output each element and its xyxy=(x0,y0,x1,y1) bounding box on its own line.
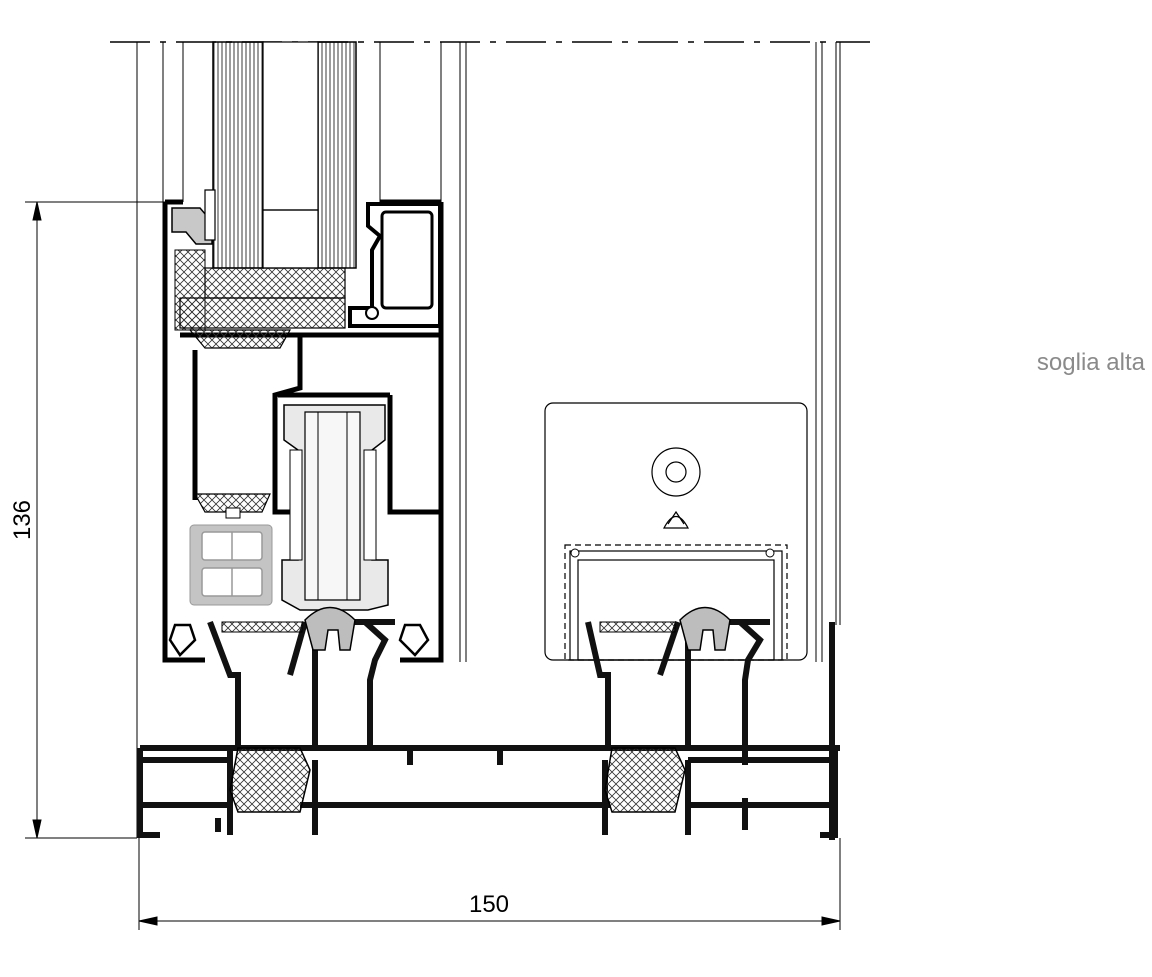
track-right-guide xyxy=(599,606,731,651)
track-left xyxy=(207,619,395,748)
threshold-thermal-breaks xyxy=(229,747,686,813)
glass-unit xyxy=(204,41,357,299)
grey-insert-block xyxy=(189,524,273,606)
height-dimension xyxy=(25,201,165,839)
thermal-break-sash xyxy=(188,329,292,519)
glazing-gasket-left xyxy=(171,189,346,331)
height-dimension-label: 136 xyxy=(9,500,36,540)
width-dimension-label: 150 xyxy=(469,891,509,918)
glazing-bead-right xyxy=(348,202,442,328)
width-dimension xyxy=(138,838,841,930)
sash-bottom-gaskets xyxy=(168,623,430,657)
glass-lines xyxy=(136,42,841,838)
section-caption: soglia alta xyxy=(1037,349,1146,376)
fixed-panel-housing xyxy=(544,402,808,661)
track-left-guide xyxy=(221,606,356,651)
roller-carriage xyxy=(281,404,389,611)
